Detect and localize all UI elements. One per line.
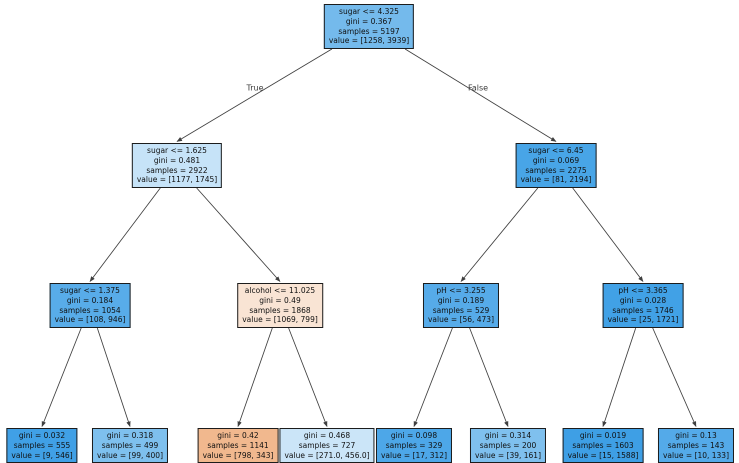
node-text-line: value = [25, 1721]	[607, 315, 679, 325]
node-text-line: sugar <= 6.45	[528, 146, 584, 155]
node-text-line: samples = 529	[432, 305, 490, 315]
node-text-line: value = [56, 473]	[427, 315, 495, 325]
node-text-line: samples = 555	[13, 440, 71, 450]
edge-label-true: True	[246, 83, 264, 93]
tree-edge-depth2-4-to-leaf-8	[652, 327, 697, 427]
node-text-line: samples = 5197	[338, 26, 400, 36]
node-text-line: samples = 499	[101, 440, 159, 450]
tree-edge-depth2-2-to-leaf-4	[288, 327, 328, 427]
node-text-line: gini = 0.42	[217, 431, 259, 440]
node-text-line: value = [1177, 1745]	[136, 175, 218, 185]
node-text-line: gini = 0.314	[484, 431, 532, 440]
tree-edge-depth2-1-to-leaf-2	[96, 327, 131, 427]
node-text-line: value = [108, 946]	[54, 315, 126, 325]
node-text-line: gini = 0.069	[532, 155, 580, 165]
node-text-line: value = [81, 2194]	[520, 175, 592, 185]
tree-edge-root-to-depth1-right	[404, 48, 557, 142]
node-text-line: sugar <= 1.375	[60, 286, 120, 295]
node-text-line: samples = 1868	[249, 305, 311, 315]
tree-edge-depth1-right-to-depth2-3	[460, 187, 539, 282]
node-text-line: samples = 329	[385, 440, 443, 450]
node-text-line: gini = 0.318	[106, 431, 154, 440]
node-text-line: samples = 1746	[612, 305, 674, 315]
node-text-line: samples = 1603	[572, 440, 634, 450]
node-text-line: value = [10, 133]	[662, 450, 730, 460]
node-text-line: value = [17, 312]	[380, 450, 448, 460]
tree-edge-depth2-3-to-leaf-5	[413, 327, 453, 427]
node-text-line: samples = 200	[479, 440, 537, 450]
node-text-line: value = [1069, 799]	[242, 315, 318, 325]
node-text-line: samples = 2275	[525, 165, 587, 175]
node-text-line: value = [99, 400]	[96, 450, 164, 460]
tree-edge-depth2-2-to-leaf-3	[237, 327, 273, 427]
node-text-line: sugar <= 4.325	[339, 7, 399, 16]
node-text-line: gini = 0.481	[153, 155, 201, 165]
tree-edge-depth1-right-to-depth2-4	[572, 187, 644, 282]
node-text-line: gini = 0.028	[619, 295, 667, 305]
node-text-line: samples = 143	[667, 440, 725, 450]
node-text-line: gini = 0.189	[437, 295, 485, 305]
node-text-line: gini = 0.367	[345, 16, 393, 26]
node-text-line: value = [271.0, 456.0]	[284, 450, 370, 460]
node-text-line: value = [1258, 3939]	[328, 36, 410, 46]
tree-edge-depth1-left-to-depth2-2	[196, 187, 281, 282]
node-text-line: samples = 727	[298, 440, 356, 450]
edge-label-false: False	[467, 83, 489, 93]
node-text-line: value = [39, 161]	[474, 450, 542, 460]
node-text-line: value = [798, 343]	[202, 450, 274, 460]
node-text-line: sugar <= 1.625	[147, 146, 207, 155]
node-text-line: pH <= 3.255	[436, 286, 486, 295]
node-text-line: gini = 0.019	[579, 431, 627, 440]
node-text-line: samples = 1141	[207, 440, 269, 450]
tree-edge-root-to-depth1-left	[176, 48, 333, 142]
node-text-line: samples = 1054	[59, 305, 121, 315]
tree-edge-depth2-1-to-leaf-1	[41, 327, 82, 427]
tree-edge-depth1-left-to-depth2-1	[89, 187, 161, 282]
node-text-line: value = [15, 1588]	[567, 450, 639, 460]
tree-edge-depth2-3-to-leaf-6	[469, 327, 509, 427]
node-text-line: gini = 0.184	[66, 295, 114, 305]
node-text-line: gini = 0.032	[18, 431, 66, 440]
node-text-line: value = [9, 546]	[11, 450, 73, 460]
node-text-line: samples = 2922	[146, 165, 208, 175]
node-text-line: gini = 0.468	[303, 431, 351, 440]
node-text-line: gini = 0.13	[675, 431, 717, 440]
node-text-line: gini = 0.49	[259, 295, 301, 305]
node-text-line: pH <= 3.365	[618, 286, 668, 295]
node-text-line: alcohol <= 11.025	[244, 286, 316, 295]
tree-edge-depth2-4-to-leaf-7	[602, 327, 637, 427]
node-text-line: gini = 0.098	[390, 431, 438, 440]
